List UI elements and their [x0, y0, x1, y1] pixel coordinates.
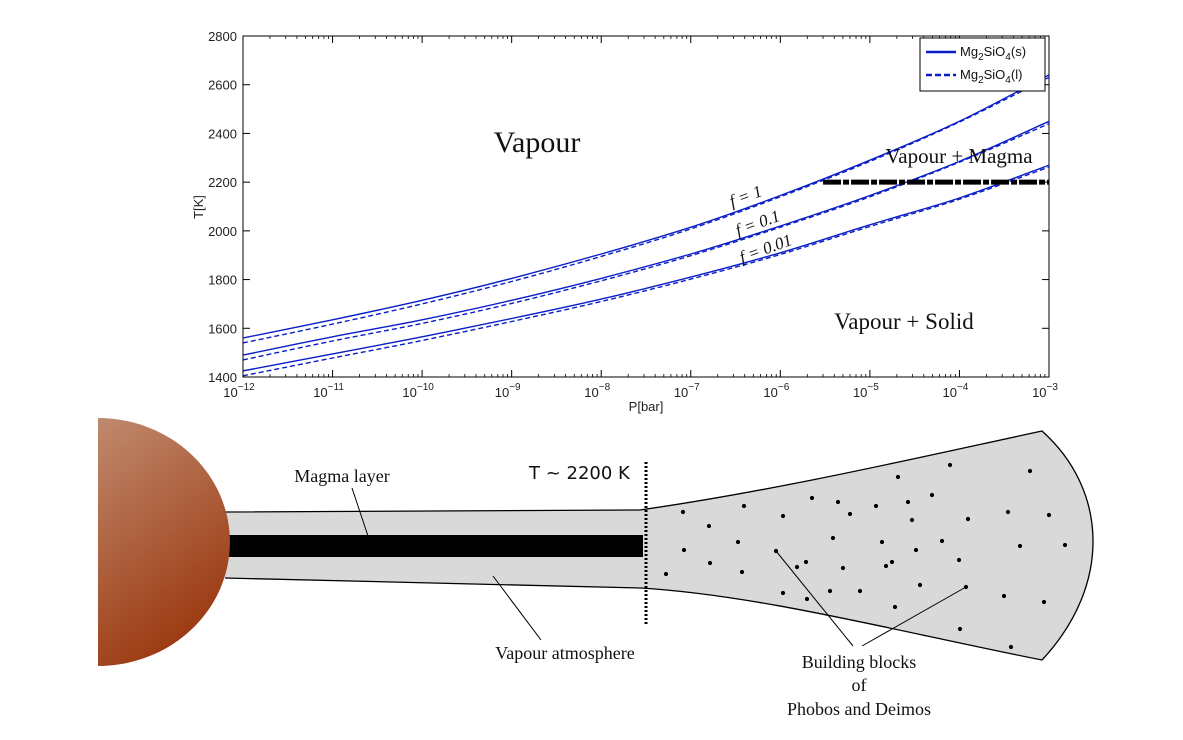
temperature-marker-label: T ~ 2200 K: [528, 463, 631, 484]
particle: [957, 626, 963, 632]
vapour-atmosphere-label: Vapour atmosphere: [495, 643, 634, 663]
particle: [1005, 509, 1011, 515]
series-1-dashed-line: [243, 76, 1049, 344]
x-tick-label: 10−4: [943, 382, 969, 400]
y-tick-label: 1800: [208, 273, 237, 288]
region-label-vapour: Vapour: [494, 126, 581, 159]
series-2-solid-line: [243, 120, 1049, 356]
particle: [895, 474, 901, 480]
particle: [847, 511, 853, 517]
x-tick-label: 10−5: [853, 382, 879, 400]
series-5-dashed-line: [243, 166, 1049, 377]
building-blocks-pointer-left: [775, 550, 854, 647]
region-label-vapour-magma: Vapour + Magma: [885, 144, 1033, 168]
y-tick-label: 2800: [208, 29, 237, 44]
legend-entry-dashed: Mg2SiO4(l): [960, 67, 1022, 86]
particle: [917, 582, 923, 588]
x-tick-label: 10−12: [223, 382, 255, 400]
building-blocks-label-line3: Phobos and Deimos: [787, 699, 931, 719]
particle: [680, 509, 686, 515]
particle: [857, 588, 863, 594]
particle: [947, 462, 953, 468]
y-tick-label: 1600: [208, 321, 237, 336]
particle: [840, 565, 846, 571]
particle: [780, 590, 786, 596]
legend-box: [919, 37, 1046, 92]
particle: [1001, 593, 1007, 599]
building-blocks-label-line2: of: [852, 675, 867, 695]
y-tick-label: 2200: [208, 175, 237, 190]
particle: [892, 604, 898, 610]
legend: Mg2SiO4(s) Mg2SiO4(l): [919, 37, 1046, 92]
disk-schematic: T ~ 2200 K Magma layer Vapour atmosphere…: [98, 418, 1094, 719]
particle: [1046, 512, 1052, 518]
particle: [739, 569, 745, 575]
x-tick-label: 10−8: [584, 382, 610, 400]
particle: [741, 503, 747, 509]
particle: [681, 547, 687, 553]
particle: [883, 563, 889, 569]
x-tick-label: 10−9: [495, 382, 521, 400]
particle: [909, 517, 915, 523]
plot-frame: [242, 35, 1050, 378]
particle: [1041, 599, 1047, 605]
series-4-solid-line: [243, 164, 1049, 372]
x-tick-label: 10−3: [1032, 382, 1058, 400]
magma-layer-band: [225, 535, 643, 557]
building-blocks-label-line1: Building blocks: [802, 652, 917, 672]
particle: [803, 559, 809, 565]
y-axis-title: T[K]: [191, 195, 206, 219]
particle: [1062, 542, 1068, 548]
particle: [879, 539, 885, 545]
particle: [889, 559, 895, 565]
particle: [873, 503, 879, 509]
x-tick-label: 10−10: [402, 382, 434, 400]
particle: [835, 499, 841, 505]
particle: [794, 564, 800, 570]
x-tick-label: 10−6: [763, 382, 789, 400]
vapour-disk-outline: [224, 430, 1094, 661]
particle: [1008, 644, 1014, 650]
mars-planet: [98, 418, 230, 666]
x-tick-label: 10−7: [674, 382, 700, 400]
particle: [965, 516, 971, 522]
particle: [830, 535, 836, 541]
y-tick-label: 1400: [208, 370, 237, 385]
particle-cloud: [663, 462, 1068, 650]
vapour-atmosphere-pointer: [492, 575, 542, 641]
particle: [827, 588, 833, 594]
magma-layer-label: Magma layer: [294, 466, 389, 486]
series-0-solid-line: [243, 74, 1049, 339]
particle: [707, 560, 713, 566]
particle: [663, 571, 669, 577]
magma-layer-pointer: [351, 487, 369, 537]
particle: [939, 538, 945, 544]
x-tick-label: 10−11: [313, 382, 344, 400]
region-label-vapour-solid: Vapour + Solid: [834, 309, 974, 334]
y-tick-label: 2400: [208, 126, 237, 141]
particle: [956, 557, 962, 563]
particle: [735, 539, 741, 545]
particle: [1027, 468, 1033, 474]
legend-entry-solid: Mg2SiO4(s): [960, 44, 1026, 63]
y-tick-label: 2000: [208, 224, 237, 239]
x-axis-title: P[bar]: [629, 399, 664, 414]
y-tick-label: 2600: [208, 78, 237, 93]
particle: [905, 499, 911, 505]
particle: [929, 492, 935, 498]
particle: [780, 513, 786, 519]
x-axis: 10−12 10−11 10−10 10−9 10−8 10−7 10−6 10−5 10−4 1…: [223, 36, 1058, 400]
particle: [706, 523, 712, 529]
particle: [804, 596, 810, 602]
vapour-disk: [225, 431, 1094, 660]
curve-layer: [243, 74, 1049, 377]
particle: [1017, 543, 1023, 549]
y-axis: 1400 1600 1800 2000 2200 2400 2600 2800: [208, 29, 1049, 385]
building-blocks-pointer-right: [861, 586, 967, 647]
particle: [913, 547, 919, 553]
particle: [809, 495, 815, 501]
